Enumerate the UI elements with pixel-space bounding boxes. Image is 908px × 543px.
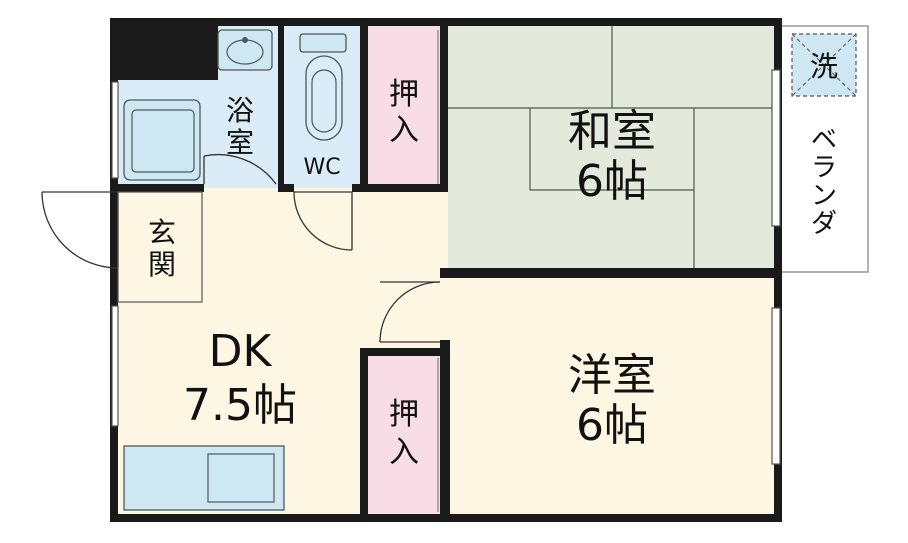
entrance-label-2: 関: [148, 248, 176, 281]
closet-bottom-label-2: 入: [389, 435, 419, 470]
genkan-step: [117, 191, 203, 303]
sink: [217, 29, 273, 71]
windows: [111, 69, 781, 465]
closet-bottom-label-1: 押: [389, 397, 419, 432]
toilet-icon: [299, 33, 347, 141]
bath-label-2: 室: [226, 126, 254, 159]
dk-size: 7.5帖: [183, 380, 297, 431]
toilet-floor: [284, 26, 360, 188]
closet-bottom-floor: [366, 354, 444, 518]
youshitsu-floor: [448, 278, 776, 518]
bath-label-1: 浴: [226, 94, 254, 127]
closet-top-label-1: 押: [389, 77, 419, 112]
washer-label: 洗: [810, 50, 838, 83]
veranda-label-1: ベ: [811, 125, 837, 155]
entrance-label-1: 玄: [148, 216, 176, 249]
washitsu-size: 6帖: [576, 156, 648, 207]
youshitsu-name: 洋室: [568, 350, 656, 401]
closet-top-label-2: 入: [389, 113, 419, 148]
bathtub: [123, 99, 201, 181]
veranda-label-4: ダ: [811, 209, 837, 239]
tatami-grid: [448, 26, 776, 272]
dk-name: DK: [209, 326, 273, 377]
walls: [110, 18, 782, 522]
washer-box: [791, 33, 857, 97]
washitsu-name: 和室: [568, 106, 656, 157]
doors: [41, 153, 441, 343]
closet-top-floor: [366, 26, 444, 188]
youshitsu-size: 6帖: [576, 400, 648, 451]
veranda-label-2: ラ: [811, 153, 837, 183]
toilet-label: WC: [303, 155, 340, 180]
pipe-shaft: [114, 22, 218, 80]
kitchen-counter: [123, 445, 285, 511]
veranda-label-3: ン: [811, 181, 837, 211]
